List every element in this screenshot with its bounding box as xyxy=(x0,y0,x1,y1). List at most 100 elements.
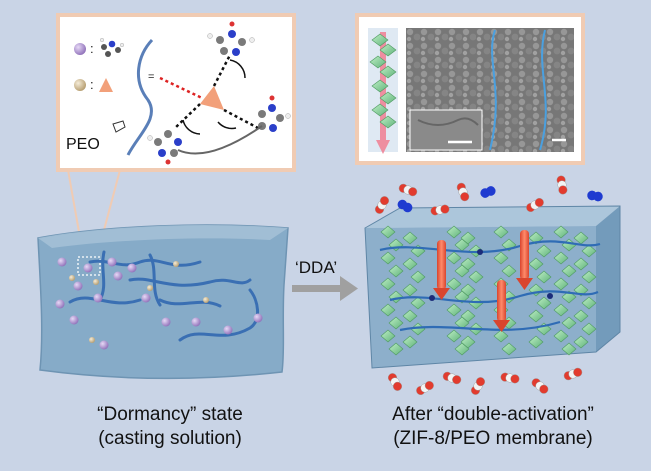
zif8-crystal xyxy=(388,316,404,330)
n2-molecule-icon xyxy=(587,190,603,202)
imidazole-molecule-icon xyxy=(99,37,125,57)
dormancy-caption: “Dormancy” state (casting solution) xyxy=(20,403,320,451)
dormancy-caption-line1: “Dormancy” state xyxy=(97,404,243,425)
zif8-crystal xyxy=(380,329,396,343)
tan-ion-icon xyxy=(74,79,86,91)
zif8-crystal xyxy=(573,335,589,349)
zif8-crystal xyxy=(573,309,589,323)
zif8-crystal xyxy=(561,342,577,356)
co2-molecule-icon xyxy=(442,371,462,385)
zif8-crystal xyxy=(581,296,597,310)
zif8-crystal xyxy=(528,309,544,323)
svg-text:=: = xyxy=(148,71,154,83)
imidazole-molecule-left xyxy=(147,130,182,165)
zif8-crystal xyxy=(446,277,462,291)
imidazole-molecule-right xyxy=(258,95,291,132)
co2-molecule-icon xyxy=(374,196,390,214)
membrane-block xyxy=(364,205,621,369)
pointer-icon xyxy=(112,120,126,133)
n2-molecule-icon xyxy=(480,186,496,198)
zif8-crystal xyxy=(446,329,462,343)
co2-molecule-icon xyxy=(531,378,549,394)
svg-text::: : xyxy=(90,41,94,56)
co2-molecule-icon xyxy=(563,367,583,381)
zif8-crystal xyxy=(460,283,476,297)
co2-molecule-icon xyxy=(416,380,434,396)
ligand-icon xyxy=(99,78,113,92)
zif8-crystal xyxy=(446,225,462,239)
zif8-crystal xyxy=(446,303,462,317)
activation-caption-line1: After “double-activation” xyxy=(392,404,594,425)
zif8-crystal xyxy=(380,303,396,317)
process-arrow xyxy=(292,276,358,301)
tem-inset xyxy=(355,13,585,165)
zif8-crystal xyxy=(528,257,544,271)
co2-molecule-icon xyxy=(387,373,403,391)
zif8-crystal xyxy=(528,335,544,349)
zif8-crystal xyxy=(402,283,418,297)
zif8-crystal xyxy=(410,270,426,284)
svg-text::: : xyxy=(90,77,94,92)
co2-molecule-icon xyxy=(430,204,450,216)
zif8-crystal xyxy=(402,335,418,349)
zif8-crystal xyxy=(493,251,509,265)
dormancy-caption-line2: (casting solution) xyxy=(98,428,242,449)
co2-molecule-icon xyxy=(470,377,486,395)
zif8-crystal xyxy=(553,251,569,265)
peo-label: PEO xyxy=(66,136,100,153)
zif8-crystal xyxy=(402,231,418,245)
zif8-crystal xyxy=(553,225,569,239)
zif8-crystal xyxy=(410,322,426,336)
zif8-crystal xyxy=(493,225,509,239)
zif8-crystal xyxy=(410,296,426,310)
imidazole-molecule-top xyxy=(207,21,255,56)
zif8-crystal xyxy=(493,329,509,343)
zif8-crystal xyxy=(581,322,597,336)
zif8-crystal xyxy=(460,257,476,271)
zif8-crystal xyxy=(553,277,569,291)
zif8-crystal xyxy=(553,303,569,317)
zif8-crystal xyxy=(468,270,484,284)
molecular-interaction-inset: : : = xyxy=(56,13,296,172)
zif8-crystal xyxy=(460,309,476,323)
zif8-crystal xyxy=(460,231,476,245)
zif8-crystal xyxy=(446,251,462,265)
zif8-crystal xyxy=(501,342,517,356)
zif8-crystal xyxy=(402,309,418,323)
zif8-crystal xyxy=(573,257,589,271)
co2-molecule-icon xyxy=(500,372,520,384)
zn-ion-icon xyxy=(74,43,86,55)
co2-molecule-icon xyxy=(526,197,544,213)
activation-caption-line2: (ZIF-8/PEO membrane) xyxy=(393,428,593,449)
zif8-crystal xyxy=(581,244,597,258)
hydrogen-bond-line xyxy=(159,76,203,100)
zif8-crystal xyxy=(573,231,589,245)
zif8-crystal-columns xyxy=(380,225,597,356)
zif8-crystal xyxy=(460,335,476,349)
zif8-crystal xyxy=(536,244,552,258)
activation-caption: After “double-activation” (ZIF-8/PEO mem… xyxy=(335,403,651,451)
gas-molecules xyxy=(374,175,603,396)
casting-solution-block xyxy=(37,224,289,380)
zif8-crystal xyxy=(380,225,396,239)
zif8-crystal xyxy=(561,264,577,278)
zif8-crystal xyxy=(380,251,396,265)
co2-molecule-icon xyxy=(398,183,418,197)
zif8-crystal xyxy=(536,296,552,310)
zif8-crystal xyxy=(536,270,552,284)
zif8-crystal xyxy=(553,329,569,343)
dda-label: ‘DDA’ xyxy=(295,258,338,277)
zif8-crystal xyxy=(388,264,404,278)
zif8-crystal xyxy=(388,342,404,356)
zif8-crystal xyxy=(501,264,517,278)
zif8-crystal xyxy=(380,277,396,291)
zif8-crystal xyxy=(581,270,597,284)
n2-molecule-icon xyxy=(397,199,413,213)
co2-molecule-icon xyxy=(556,175,568,195)
zif8-crystal xyxy=(561,316,577,330)
central-ligand xyxy=(200,86,224,110)
peo-chain-inset xyxy=(126,38,154,156)
co2-molecule-icon xyxy=(456,182,470,202)
zif8-crystal xyxy=(402,257,418,271)
